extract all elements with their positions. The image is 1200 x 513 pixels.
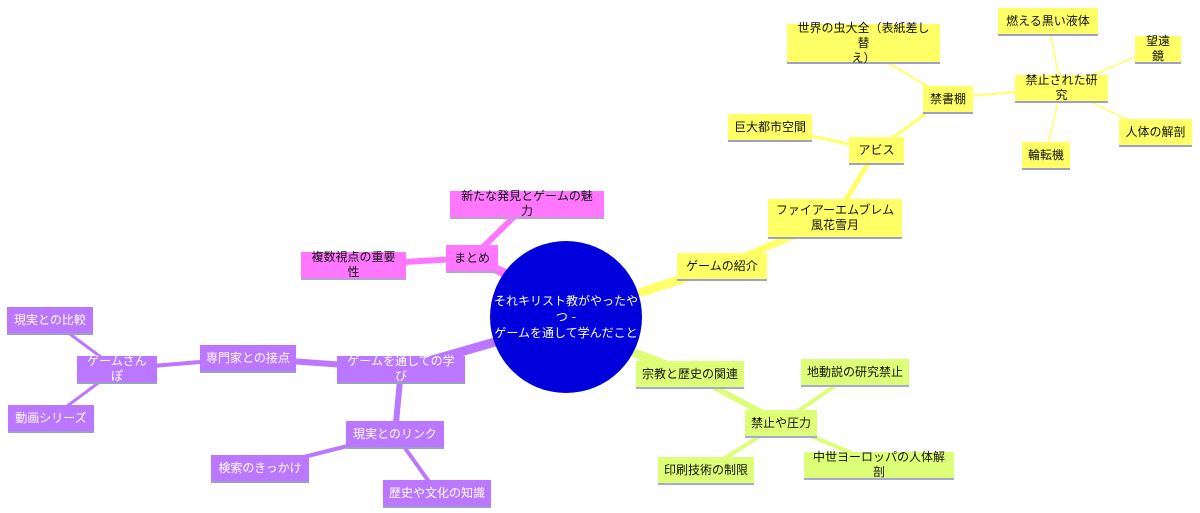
- node-telescope[interactable]: 望遠鏡: [1135, 34, 1181, 63]
- node-label: ゲームを通しての学び: [347, 354, 455, 383]
- node-fire-emblem[interactable]: ファイアーエムブレム 風花雪月: [768, 199, 902, 237]
- node-forbidden-library[interactable]: 禁書棚: [923, 86, 973, 112]
- node-medieval-dissection[interactable]: 中世ヨーロッパの人体解剖: [804, 450, 954, 479]
- node-new-discovery[interactable]: 新たな発見とゲームの魅力: [450, 189, 604, 218]
- node-wheel[interactable]: 輪転機: [1022, 142, 1070, 168]
- node-insect-encyclopedia[interactable]: 世界の虫大全（表紙差し替 え）: [787, 21, 940, 65]
- node-multi-view[interactable]: 複数視点の重要性: [301, 250, 406, 279]
- node-label: 禁止された研究: [1025, 73, 1098, 102]
- node-label: ゲームさんぽ: [87, 354, 147, 383]
- node-heliocentrism[interactable]: 地動説の研究禁止: [801, 359, 909, 385]
- node-label: 歴史や文化の知識: [389, 485, 486, 500]
- node-label: 専門家との接点: [206, 350, 290, 365]
- node-religion-history[interactable]: 宗教と歴史の関連: [636, 361, 744, 387]
- node-label: まとめ: [453, 250, 490, 265]
- node-label: 巨大都市空間: [734, 119, 807, 134]
- node-label: 現実とのリンク: [353, 426, 437, 441]
- central-topic-label: それキリスト教がやったやつ - ゲームを通して学んだこと: [493, 294, 638, 340]
- central-topic-node[interactable]: それキリスト教がやったやつ - ゲームを通して学んだこと: [490, 241, 642, 393]
- node-real-compare[interactable]: 現実との比較: [7, 307, 93, 333]
- node-black-liquid[interactable]: 燃える黒い液体: [998, 8, 1098, 34]
- node-printing[interactable]: 印刷技術の制限: [658, 457, 754, 483]
- node-label: 禁止や圧力: [751, 415, 812, 430]
- node-label: 燃える黒い液体: [1006, 13, 1090, 28]
- node-abyss[interactable]: アビス: [849, 137, 904, 163]
- node-label: 望遠鏡: [1145, 34, 1170, 63]
- node-label: 現実との比較: [14, 312, 86, 327]
- node-label: 宗教と歴史の関連: [642, 366, 739, 381]
- node-real-link[interactable]: 現実とのリンク: [346, 421, 444, 447]
- node-summary[interactable]: まとめ: [446, 245, 498, 271]
- node-forbidden-research[interactable]: 禁止された研究: [1015, 73, 1108, 102]
- node-label: 輪転機: [1028, 147, 1065, 162]
- node-history-culture[interactable]: 歴史や文化の知識: [383, 480, 491, 506]
- node-game-intro[interactable]: ゲームの紹介: [677, 253, 767, 279]
- node-game-sanpo[interactable]: ゲームさんぽ: [77, 354, 157, 383]
- node-label: 禁書棚: [929, 91, 966, 106]
- node-megacity[interactable]: 巨大都市空間: [728, 114, 812, 140]
- node-label: ゲームの紹介: [686, 258, 758, 273]
- node-label: 人体の解剖: [1125, 124, 1186, 139]
- node-label: 印刷技術の制限: [664, 462, 749, 477]
- node-video-series[interactable]: 動画シリーズ: [8, 405, 94, 431]
- node-pressure[interactable]: 禁止や圧力: [745, 410, 817, 436]
- node-label: 検索のきっかけ: [218, 460, 302, 475]
- node-label: 新たな発見とゲームの魅力: [461, 189, 593, 218]
- node-label: 複数視点の重要性: [311, 250, 396, 279]
- node-search-trigger[interactable]: 検索のきっかけ: [211, 455, 309, 481]
- node-label: 動画シリーズ: [15, 410, 87, 425]
- node-dissection[interactable]: 人体の解剖: [1119, 119, 1192, 145]
- node-label: 地動説の研究禁止: [807, 364, 904, 379]
- node-label: ファイアーエムブレム 風花雪月: [775, 203, 895, 232]
- node-learning[interactable]: ゲームを通しての学び: [337, 354, 465, 383]
- node-label: アビス: [858, 142, 895, 157]
- node-label: 中世ヨーロッパの人体解剖: [812, 450, 945, 479]
- node-label: 世界の虫大全（表紙差し替 え）: [797, 20, 930, 65]
- node-expert[interactable]: 専門家との接点: [200, 345, 296, 371]
